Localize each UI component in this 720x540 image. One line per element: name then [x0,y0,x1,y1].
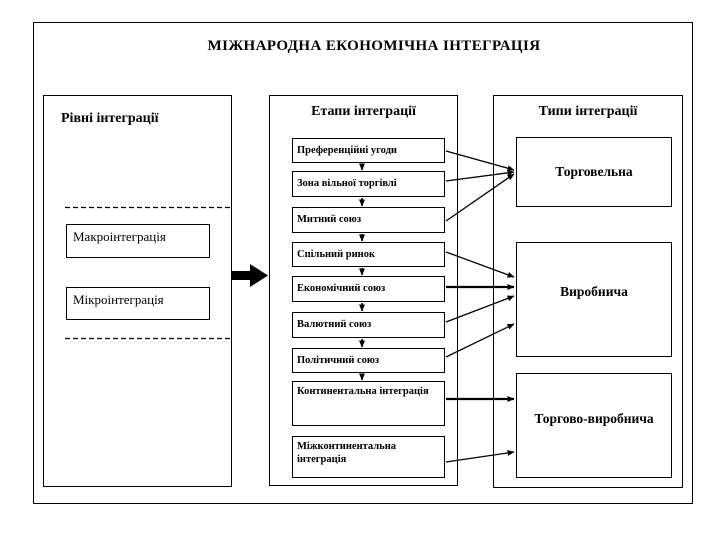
stage-box-economic-union: Економічний союз [292,276,445,302]
stage-box-intercontinental-integration: Міжконтинентальна інтеграція [292,436,445,478]
stages-header: Етапи інтеграції [311,104,416,119]
stage-box-political-union: Політичний союз [292,348,445,373]
levels-header: Рівні інтеграції [61,111,159,126]
stage-box-currency-union: Валютний союз [292,312,445,338]
level-box-microintegration: Мікроінтеграція [66,287,210,320]
stage-box-preferential-agreements: Преференційні угоди [292,138,445,163]
stage-box-free-trade-zone: Зона вільної торгівлі [292,171,445,197]
type-box-production: Виробнича [516,242,672,357]
types-header: Типи інтеграції [538,104,638,119]
stage-box-customs-union: Митний союз [292,207,445,233]
level-box-macrointegration: Макроінтеграція [66,224,210,258]
stage-box-continental-integration: Континентальна інтеграція [292,381,445,426]
type-box-trade-production: Торгово-виробнича [516,373,672,478]
type-box-trade: Торговельна [516,137,672,207]
diagram-title: МІЖНАРОДНА ЕКОНОМІЧНА ІНТЕГРАЦІЯ [207,38,541,54]
stage-box-common-market: Спільний ринок [292,242,445,267]
